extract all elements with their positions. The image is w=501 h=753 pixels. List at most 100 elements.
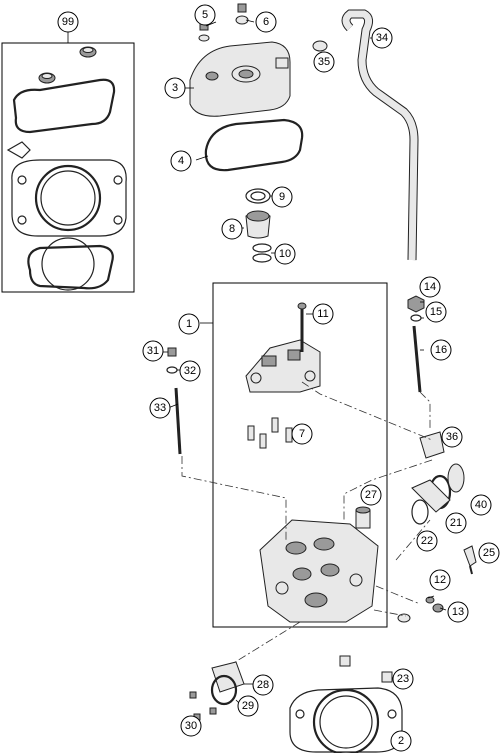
callout-label: 33 <box>154 402 166 414</box>
valve-lifters <box>247 417 296 449</box>
callout-label: 21 <box>450 517 462 529</box>
hose-clamp <box>312 40 328 52</box>
assembly-lines <box>181 381 433 665</box>
callout-circle <box>194 4 216 26</box>
callout-27: 27 <box>360 484 382 506</box>
callout-label: 12 <box>434 574 446 586</box>
callout-circle <box>252 674 274 696</box>
callout-30: 30 <box>180 715 202 737</box>
callout-7: 7 <box>291 423 313 445</box>
callout-40: 40 <box>470 494 492 516</box>
callout-label: 1 <box>186 318 192 330</box>
callout-circle <box>221 218 243 240</box>
callout-circle <box>274 243 296 265</box>
callout-label: 36 <box>446 431 458 443</box>
callout-circle <box>57 11 79 33</box>
callout-label: 31 <box>147 345 159 357</box>
callout-5: 5 <box>194 4 216 26</box>
callout-circle <box>429 569 451 591</box>
callout-34: 34 <box>371 27 393 49</box>
callout-circle <box>170 150 192 172</box>
head-gasket <box>289 655 403 753</box>
callout-circle <box>180 715 202 737</box>
callout-label: 5 <box>202 9 208 21</box>
rocker-carrier <box>245 302 321 393</box>
cylinder-head <box>259 519 379 623</box>
callout-label: 23 <box>397 673 409 685</box>
gasket-kit-box <box>1 42 135 293</box>
cylinder-head-box <box>212 282 388 628</box>
callout-circle <box>142 340 164 362</box>
callout-11: 11 <box>312 303 334 325</box>
callout-label: 14 <box>424 281 436 293</box>
callout-label: 3 <box>172 82 178 94</box>
callout-6: 6 <box>255 11 277 33</box>
callout-1: 1 <box>178 313 200 335</box>
callout-label: 30 <box>185 720 197 732</box>
intake-flange-parts <box>411 431 465 525</box>
callout-circle <box>312 303 334 325</box>
callout-label: 9 <box>279 191 285 203</box>
callout-25: 25 <box>478 542 500 564</box>
callout-label: 10 <box>279 248 291 260</box>
spark-plug-seal-parts <box>238 188 276 263</box>
callout-33: 33 <box>149 397 171 419</box>
callout-28: 28 <box>252 674 274 696</box>
callout-label: 35 <box>318 56 330 68</box>
callout-13: 13 <box>447 601 469 623</box>
callout-23: 23 <box>392 668 414 690</box>
callout-29: 29 <box>237 695 259 717</box>
callout-label: 4 <box>178 155 184 167</box>
callout-15: 15 <box>425 301 447 323</box>
callout-label: 6 <box>263 16 269 28</box>
callout-label: 11 <box>317 308 328 320</box>
callout-32: 32 <box>179 360 201 382</box>
callout-label: 15 <box>430 306 442 318</box>
callout-12: 12 <box>429 569 451 591</box>
callout-label: 25 <box>483 547 495 559</box>
callout-circle <box>445 512 467 534</box>
callout-label: 22 <box>421 535 433 547</box>
callout-circle <box>371 27 393 49</box>
callout-circle <box>425 301 447 323</box>
callout-99: 99 <box>57 11 79 33</box>
callout-circle <box>271 186 293 208</box>
callout-circle <box>179 360 201 382</box>
callout-circle <box>416 530 438 552</box>
callout-circle <box>255 11 277 33</box>
callout-10: 10 <box>274 243 296 265</box>
callout-circle <box>237 695 259 717</box>
callout-circle <box>478 542 500 564</box>
callout-2: 2 <box>390 730 412 752</box>
callout-14: 14 <box>419 276 441 298</box>
callout-label: 27 <box>365 489 377 501</box>
callout-31: 31 <box>142 340 164 362</box>
callout-label: 2 <box>398 735 404 747</box>
callout-8: 8 <box>221 218 243 240</box>
callout-circle <box>430 339 452 361</box>
callout-label: 99 <box>62 16 74 28</box>
callout-circle <box>149 397 171 419</box>
callout-3: 3 <box>164 77 186 99</box>
breather-hose <box>341 9 419 261</box>
callout-circle <box>313 51 335 73</box>
callout-circle <box>447 601 469 623</box>
callout-label: 7 <box>299 428 305 440</box>
sleeve-27 <box>355 506 371 529</box>
callout-22: 22 <box>416 530 438 552</box>
callout-label: 8 <box>229 223 235 235</box>
callout-9: 9 <box>271 186 293 208</box>
callout-label: 32 <box>184 365 196 377</box>
callout-label: 13 <box>452 606 464 618</box>
callout-circle <box>178 313 200 335</box>
callout-circle <box>470 494 492 516</box>
callout-label: 28 <box>257 679 269 691</box>
callout-35: 35 <box>313 51 335 73</box>
valve-cover-gasket <box>204 118 304 172</box>
right-stud-parts <box>407 295 425 393</box>
callout-circle <box>392 668 414 690</box>
callout-label: 29 <box>242 700 254 712</box>
